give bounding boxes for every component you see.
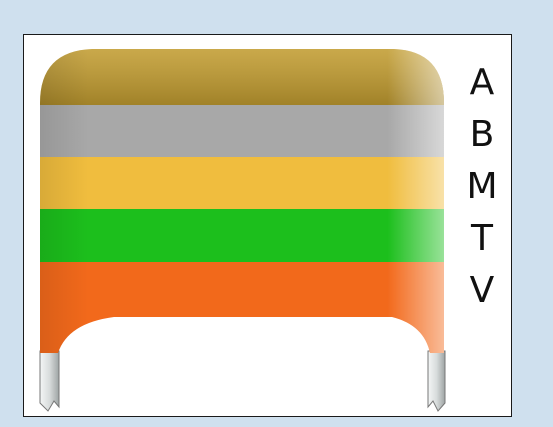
label-b: B (469, 114, 495, 155)
label-v: V (469, 270, 495, 311)
right-lead (427, 350, 446, 412)
diagram-frame: A B M T V (23, 34, 512, 417)
label-t: T (471, 218, 493, 259)
label-m: M (466, 166, 498, 207)
left-lead (39, 350, 60, 412)
capacitor-drawing (39, 49, 446, 412)
label-a: A (469, 62, 495, 103)
capacitor-body (40, 49, 444, 353)
